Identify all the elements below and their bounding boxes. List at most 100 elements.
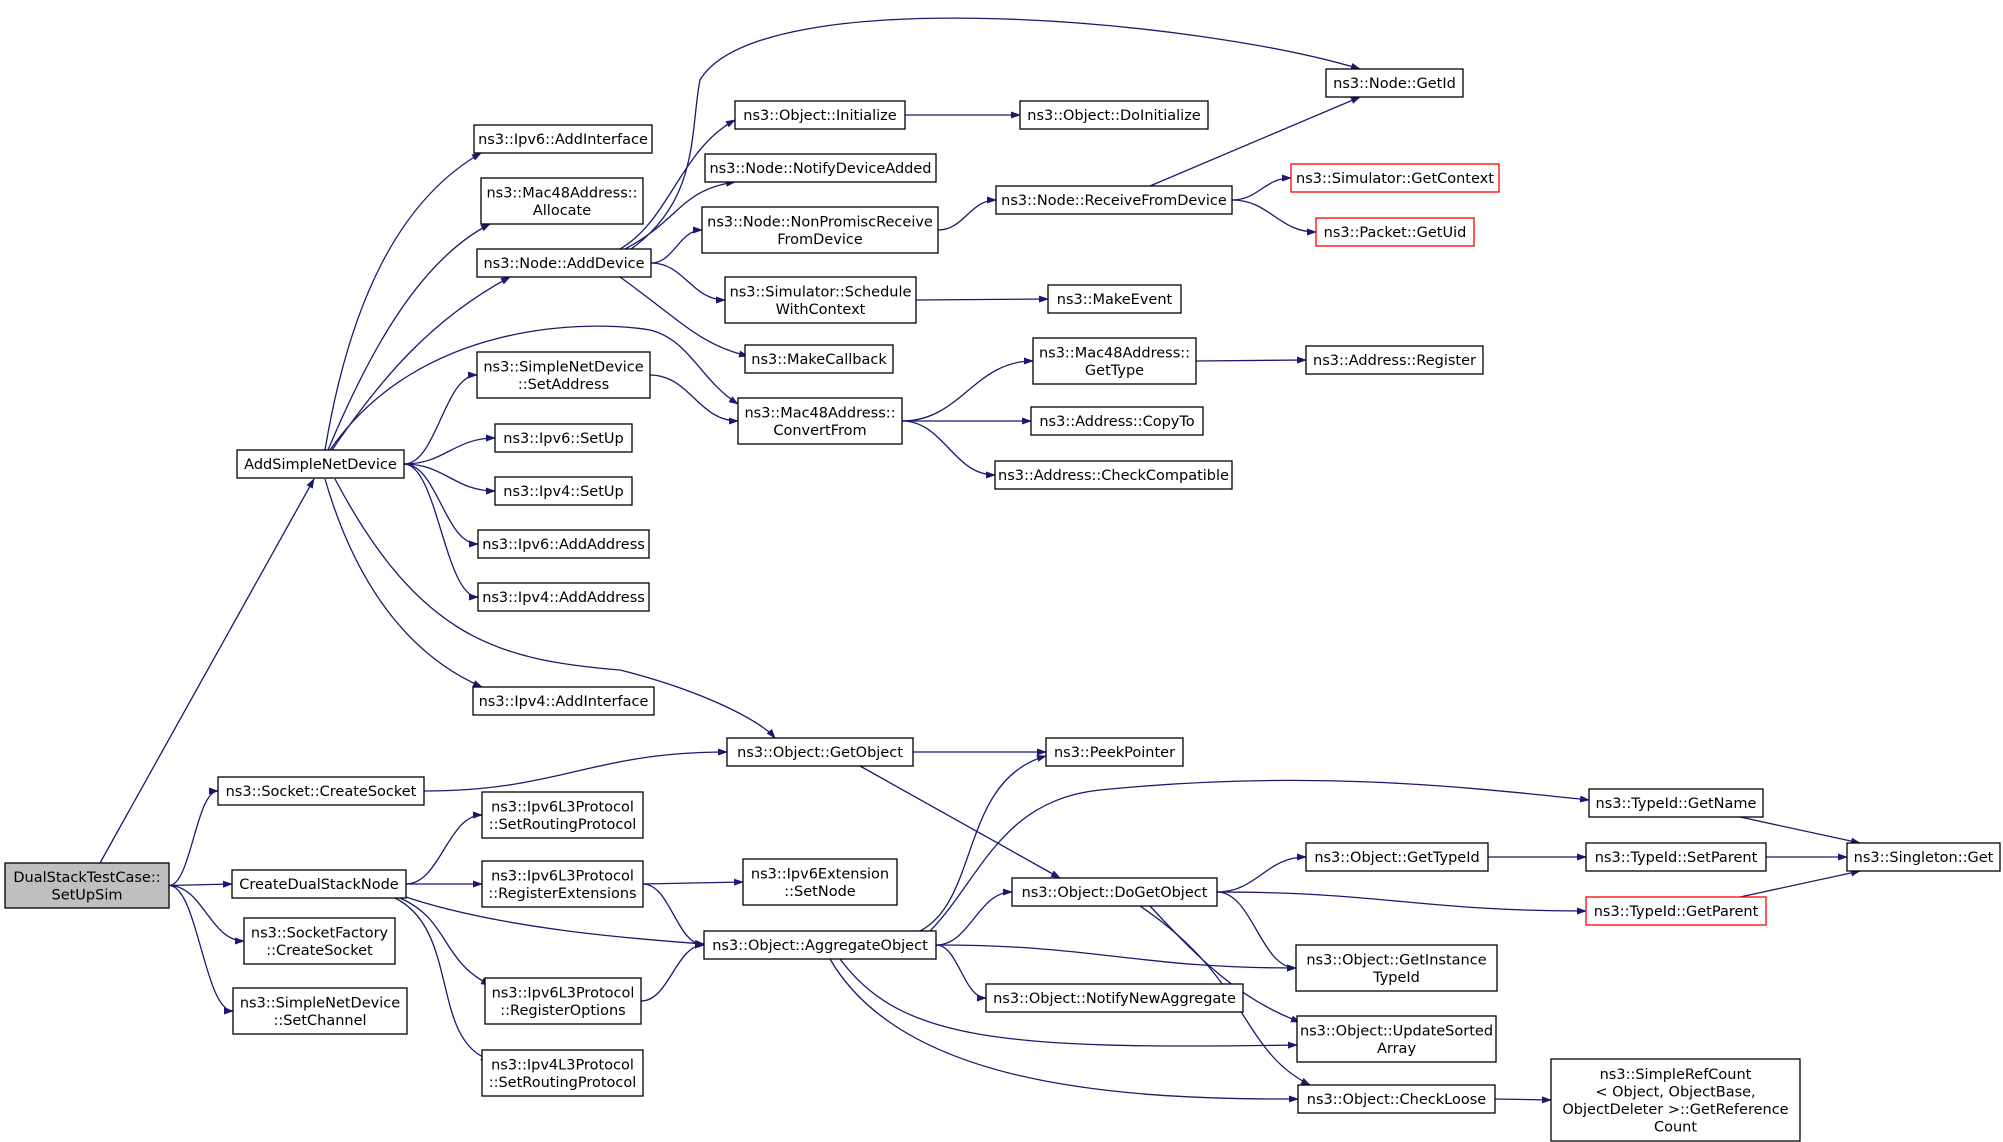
function-node-label: ns3::SimpleRefCount bbox=[1600, 1067, 1752, 1083]
function-node[interactable]: ns3::Object::NotifyNewAggregate bbox=[985, 983, 1244, 1013]
edge-n8-to-n20 bbox=[624, 179, 736, 250]
function-node[interactable]: ns3::TypeId::SetParent bbox=[1585, 842, 1767, 872]
function-node[interactable]: ns3::Object::DoGetObject bbox=[1011, 877, 1218, 907]
function-node-label: ns3::Ipv6L3Protocol bbox=[491, 799, 634, 815]
function-node[interactable]: ns3::Mac48Address::ConvertFrom bbox=[737, 397, 903, 445]
edge-n1-to-n7 bbox=[327, 223, 491, 451]
edge-n8-to-n23 bbox=[619, 276, 749, 358]
function-node-box bbox=[744, 344, 894, 374]
function-node-box bbox=[995, 185, 1233, 215]
function-node[interactable]: ns3::Object::Initialize bbox=[734, 100, 906, 130]
function-node[interactable]: ns3::Packet::GetUid bbox=[1315, 217, 1475, 247]
function-node[interactable]: ns3::TypeId::GetParent bbox=[1585, 896, 1767, 926]
function-node-label: ns3::Object::DoInitialize bbox=[1027, 108, 1201, 124]
function-node-label: ns3::PeekPointer bbox=[1054, 745, 1175, 761]
function-node-label: ns3::Ipv4::AddAddress bbox=[482, 590, 645, 606]
function-node[interactable]: ns3::Ipv6Extension::SetNode bbox=[742, 858, 898, 906]
function-node[interactable]: ns3::SimpleNetDevice::SetAddress bbox=[476, 351, 651, 399]
function-node[interactable]: ns3::TypeId::GetName bbox=[1588, 788, 1764, 818]
function-node-box bbox=[1305, 842, 1489, 872]
edge-n35-to-n42 bbox=[1216, 891, 1297, 972]
function-node[interactable]: ns3::Ipv4::AddAddress bbox=[477, 582, 650, 612]
function-node[interactable]: ns3::Ipv6::SetUp bbox=[494, 423, 633, 453]
function-node-label: FromDevice bbox=[777, 232, 863, 248]
function-node-label: WithContext bbox=[776, 302, 866, 318]
function-node-label: ns3::Address::Register bbox=[1313, 353, 1476, 369]
function-node[interactable]: ns3::Object::GetObject bbox=[726, 737, 914, 767]
function-node-box bbox=[217, 776, 425, 806]
function-node-box bbox=[1585, 842, 1767, 872]
function-node[interactable]: ns3::Object::DoInitialize bbox=[1019, 100, 1209, 130]
function-node-label: ns3::TypeId::SetParent bbox=[1595, 850, 1758, 866]
function-node[interactable]: ns3::Ipv4::AddInterface bbox=[472, 686, 655, 716]
edge-n27-to-n35 bbox=[935, 888, 1013, 946]
function-node-label: ::SetChannel bbox=[273, 1013, 366, 1029]
function-node-box bbox=[734, 100, 906, 130]
edge-n0-to-n2 bbox=[168, 787, 219, 887]
function-node-label: ns3::SimpleNetDevice bbox=[240, 995, 400, 1011]
function-node[interactable]: ns3::Ipv6L3Protocol::RegisterExtensions bbox=[481, 860, 644, 908]
function-node[interactable]: ns3::Node::NotifyDeviceAdded bbox=[704, 153, 937, 183]
function-node[interactable]: ns3::Node::GetId bbox=[1325, 68, 1464, 98]
edge-n22-to-n30 bbox=[915, 295, 1049, 303]
function-node[interactable]: ns3::PeekPointer bbox=[1045, 737, 1184, 767]
function-node[interactable]: ns3::Ipv6::AddAddress bbox=[477, 529, 650, 559]
edge-n27-to-n36 bbox=[935, 944, 987, 1002]
function-node[interactable]: AddSimpleNetDevice bbox=[236, 449, 405, 479]
function-node[interactable]: ns3::Singleton::Get bbox=[1846, 842, 2001, 872]
function-node[interactable]: ns3::Mac48Address::GetType bbox=[1032, 337, 1197, 385]
function-node[interactable]: ns3::Ipv6::AddInterface bbox=[473, 124, 653, 154]
function-node[interactable]: ns3::Object::AggregateObject bbox=[703, 930, 937, 960]
edge-n35-to-n43 bbox=[1149, 905, 1301, 1023]
function-node[interactable]: ns3::Object::CheckLoose bbox=[1297, 1084, 1496, 1114]
function-node[interactable]: ns3::Address::CheckCompatible bbox=[994, 460, 1233, 490]
function-node[interactable]: ns3::Ipv4::SetUp bbox=[494, 476, 633, 506]
function-node[interactable]: CreateDualStackNode bbox=[231, 869, 407, 899]
function-node-label: ns3::TypeId::GetName bbox=[1596, 796, 1757, 812]
function-node[interactable]: DualStackTestCase::SetUpSim bbox=[4, 862, 170, 909]
edge-n24-to-n31 bbox=[901, 357, 1034, 422]
function-node-label: ns3::Packet::GetUid bbox=[1324, 225, 1467, 241]
function-node-label: ::SetRoutingProtocol bbox=[489, 817, 637, 833]
function-node[interactable]: ns3::Ipv6L3Protocol::SetRoutingProtocol bbox=[481, 791, 644, 839]
function-node[interactable]: ns3::Address::Register bbox=[1305, 345, 1484, 375]
function-node-label: Count bbox=[1654, 1119, 1697, 1135]
function-node-label: ns3::Simulator::Schedule bbox=[730, 284, 912, 300]
function-node-box bbox=[1325, 68, 1464, 98]
function-node-label: ns3::Node::GetId bbox=[1333, 76, 1456, 92]
function-node-box bbox=[742, 858, 898, 906]
edge-layer bbox=[99, 17, 1861, 1104]
function-node[interactable]: ns3::Object::GetTypeId bbox=[1305, 842, 1489, 872]
function-node[interactable]: ns3::Socket::CreateSocket bbox=[217, 776, 425, 806]
function-node[interactable]: ns3::Node::ReceiveFromDevice bbox=[995, 185, 1233, 215]
function-node-label: ::RegisterOptions bbox=[500, 1003, 625, 1019]
function-node-box bbox=[1846, 842, 2001, 872]
function-node-box bbox=[703, 930, 937, 960]
edge-n1-to-n6 bbox=[324, 152, 482, 451]
function-node[interactable]: ns3::MakeEvent bbox=[1047, 284, 1182, 314]
function-node[interactable]: ns3::Ipv4L3Protocol::SetRoutingProtocol bbox=[481, 1049, 644, 1097]
function-node-label: ns3::SimpleNetDevice bbox=[483, 359, 643, 375]
function-node-label: SetUpSim bbox=[52, 887, 123, 903]
function-node[interactable]: ns3::Simulator::GetContext bbox=[1290, 163, 1500, 193]
function-node-label: ns3::Address::CopyTo bbox=[1039, 414, 1194, 430]
node-layer: DualStackTestCase::SetUpSim AddSimpleNetD… bbox=[4, 68, 2001, 1142]
function-node[interactable]: ns3::MakeCallback bbox=[744, 344, 894, 374]
function-node-label: ns3::TypeId::GetParent bbox=[1594, 904, 1759, 920]
function-node-label: ns3::MakeEvent bbox=[1057, 292, 1173, 308]
function-node[interactable]: ns3::Address::CopyTo bbox=[1030, 406, 1204, 436]
function-node[interactable]: ns3::SimpleNetDevice::SetChannel bbox=[232, 987, 408, 1035]
function-node[interactable]: ns3::Node::AddDevice bbox=[476, 248, 652, 278]
function-node[interactable]: ns3::SimpleRefCount< Object, ObjectBase,… bbox=[1550, 1058, 1801, 1142]
function-node-label: ns3::Mac48Address:: bbox=[1039, 345, 1190, 361]
function-node-box bbox=[473, 124, 653, 154]
function-node-label: ns3::Mac48Address:: bbox=[744, 405, 895, 421]
function-node[interactable]: ns3::Ipv6L3Protocol::RegisterOptions bbox=[484, 977, 642, 1025]
function-node[interactable]: ns3::SocketFactory::CreateSocket bbox=[243, 917, 396, 965]
function-node[interactable]: ns3::Mac48Address::Allocate bbox=[480, 177, 644, 225]
